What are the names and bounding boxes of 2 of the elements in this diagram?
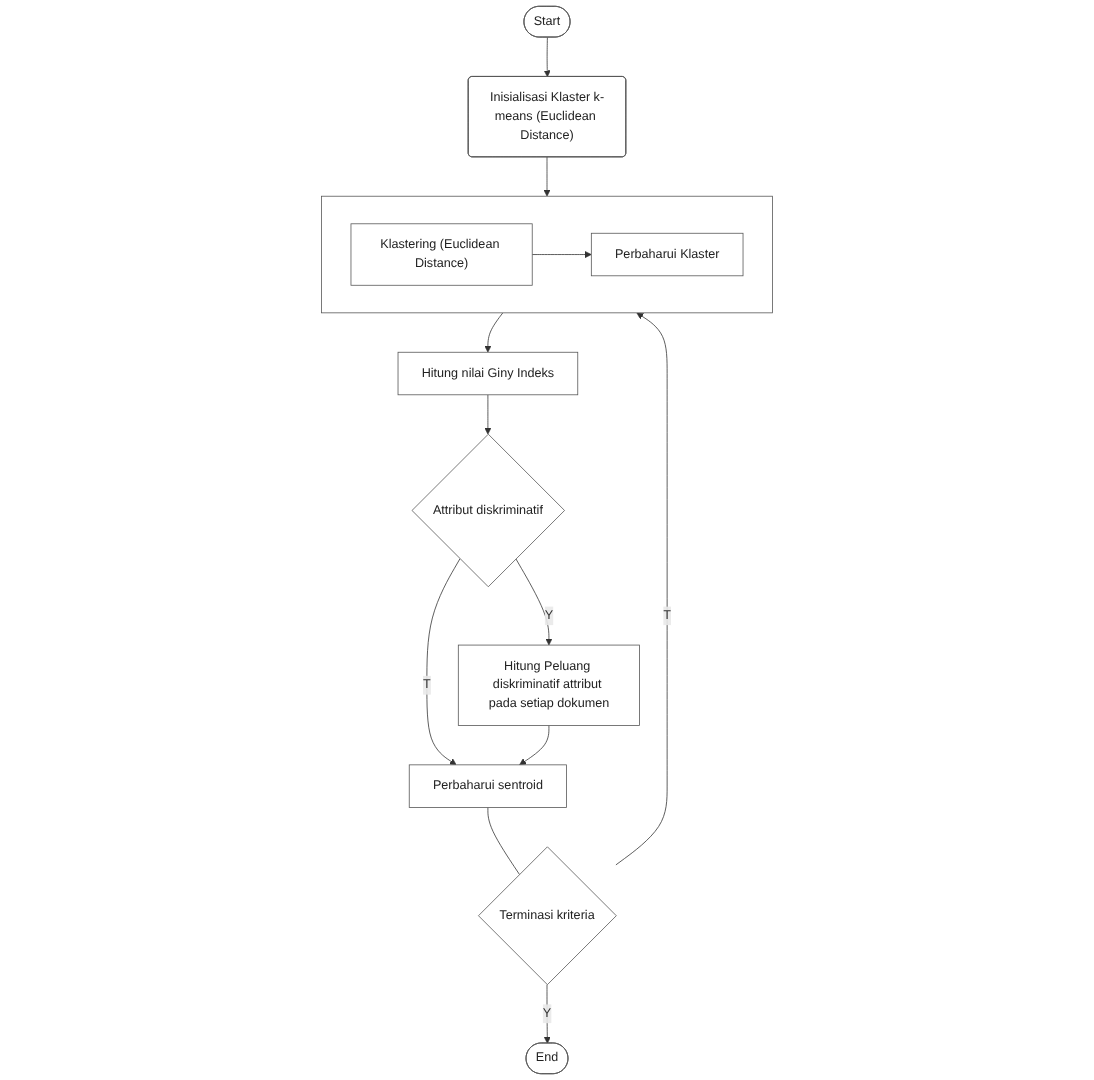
- connector: [487, 807, 520, 875]
- cluster: [321, 195, 773, 314]
